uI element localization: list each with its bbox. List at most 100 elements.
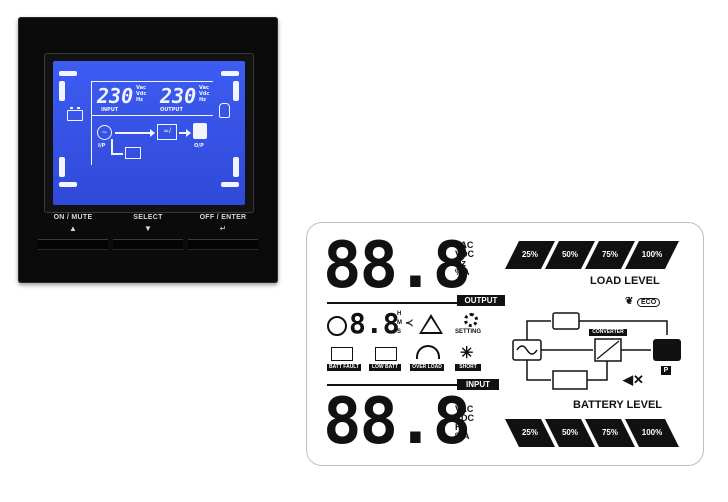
battery-level-title: BATTERY LEVEL: [573, 399, 663, 411]
bottom-unit-vdc: VDC: [455, 413, 475, 423]
lcd-segment-diagram: 88.8 VAC VDC Hz %A OUTPUT 8.8 H M S ≺ SE…: [306, 222, 704, 466]
battery-segment-75: [585, 419, 635, 447]
input-divider-line: [327, 384, 457, 386]
output-unit-vac: Vac: [199, 85, 209, 91]
setting-label: SETTING: [455, 329, 482, 335]
alarm-clock-icon: [327, 316, 347, 336]
flow-line-lower: [526, 360, 551, 381]
outlet-icon: [193, 123, 207, 139]
timer-digits: 8.8: [349, 307, 400, 340]
arrow-left-icon: ≺: [405, 318, 414, 329]
output-socket-symbol: [653, 339, 681, 361]
lcd-frame-line-left: [91, 81, 92, 165]
load-segment-100: [625, 241, 679, 269]
bottom-digit-display: 88.8: [323, 385, 471, 459]
timer-unit-s: S: [397, 329, 402, 335]
input-label: INPUT: [457, 379, 499, 390]
load-segment-50: [545, 241, 595, 269]
over-load-label: OVER LOAD: [410, 364, 444, 371]
timer-unit-h: H: [397, 311, 402, 317]
low-batt-label: LOW BATT: [369, 364, 401, 371]
output-unit-hz: Hz: [199, 97, 207, 103]
p-label: P: [661, 366, 671, 375]
battery-segment-25: [505, 419, 555, 447]
level-bar-left-2: [59, 157, 65, 177]
bottom-unit-vac: VAC: [455, 404, 474, 414]
input-unit-vac: Vac: [136, 85, 146, 91]
up-arrow-icon: ▲: [69, 224, 77, 233]
input-unit-vdc: Vdc: [136, 91, 147, 97]
output-unit-vdc: Vdc: [199, 91, 210, 97]
off-enter-label: OFF / ENTER: [199, 214, 247, 221]
lcd-bezel: 230 Vac Vdc Hz INPUT 230 Vac Vdc Hz OUTP…: [44, 53, 254, 213]
flow-line-upper-out: [579, 320, 668, 335]
ac-source-icon: ~: [97, 125, 112, 140]
top-unit-vdc: VDC: [455, 249, 475, 259]
down-arrow-icon: ▼: [144, 224, 152, 233]
load-level-100-label: 100%: [641, 250, 663, 259]
load-plug-icon: [219, 103, 230, 118]
lcd-frame-line-top: [91, 81, 213, 82]
ip-label: I/P: [98, 143, 106, 149]
battery-icon: [67, 107, 83, 121]
flow-branch-horizontal: [111, 153, 123, 155]
bottom-unit-hz: Hz: [455, 422, 466, 432]
level-bar-right-2: [233, 157, 239, 177]
battery-level-75-label: 75%: [601, 428, 618, 437]
converter-diagonal: [596, 340, 620, 360]
input-caption: INPUT: [101, 107, 119, 113]
overload-gauge-icon: [416, 345, 440, 359]
flow-line-lower-out: [587, 361, 608, 381]
top-digit-display: 88.8: [323, 229, 471, 303]
batt-fault-label: BATT FAULT: [327, 364, 361, 371]
flow-arrow-main: [115, 132, 151, 134]
load-level-75-label: 75%: [601, 250, 618, 259]
load-level-50-label: 50%: [561, 250, 578, 259]
top-unit-hz: Hz: [455, 258, 466, 268]
flow-arrow-head-2: [186, 129, 191, 137]
top-unit-vac: VAC: [455, 240, 474, 250]
flow-arrow-out: [179, 132, 187, 134]
enter-arrow-icon: ↵: [219, 224, 227, 233]
level-bar-right-1: [233, 81, 239, 101]
battery-segment-50: [545, 419, 595, 447]
level-bar-top-right: [221, 71, 239, 76]
flow-line-upper: [526, 320, 551, 340]
on-mute-button[interactable]: [38, 239, 108, 250]
short-spark-icon: ✳: [460, 345, 474, 362]
warning-triangle-icon: [419, 314, 443, 334]
bypass-switch-symbol: [552, 312, 580, 330]
eco-label: ECO: [637, 298, 661, 307]
input-unit-hz: Hz: [136, 97, 144, 103]
flow-arrow-head-1: [150, 129, 155, 137]
eco-leaf-icon: ❦: [625, 296, 634, 307]
converter-label: CONVERTER: [589, 329, 627, 336]
load-segment-25: [505, 241, 555, 269]
level-bar-bottom-left: [59, 182, 77, 187]
short-label: SHORT: [455, 364, 481, 371]
battery-symbol: [552, 370, 588, 390]
load-segment-75: [585, 241, 635, 269]
flow-branch-line: [111, 139, 113, 153]
off-enter-button[interactable]: [188, 239, 258, 250]
battery-level-100-label: 100%: [641, 428, 663, 437]
load-level-title: LOAD LEVEL: [590, 275, 660, 287]
output-divider-line: [327, 302, 457, 304]
battery-level-50-label: 50%: [561, 428, 578, 437]
select-label: SELECT: [133, 214, 163, 221]
mute-speaker-icon: ◀✕: [623, 372, 644, 387]
timer-unit-m: M: [397, 320, 402, 326]
top-unit-pct-a: %A: [455, 267, 470, 277]
level-bar-bottom-right: [221, 182, 239, 187]
select-button[interactable]: [113, 239, 183, 250]
output-voltage-digits: 230: [160, 84, 197, 108]
bottom-unit-pct-a: %A: [455, 431, 470, 441]
low-batt-icon: [375, 347, 397, 361]
input-voltage-digits: 230: [97, 84, 134, 108]
converter-icon: ≂/: [157, 124, 177, 140]
ups-front-panel: 230 Vac Vdc Hz INPUT 230 Vac Vdc Hz OUTP…: [18, 17, 278, 283]
battery-level-25-label: 25%: [521, 428, 538, 437]
load-level-25-label: 25%: [521, 250, 538, 259]
output-label: OUTPUT: [457, 295, 505, 306]
flow-battery-icon: [125, 147, 141, 159]
